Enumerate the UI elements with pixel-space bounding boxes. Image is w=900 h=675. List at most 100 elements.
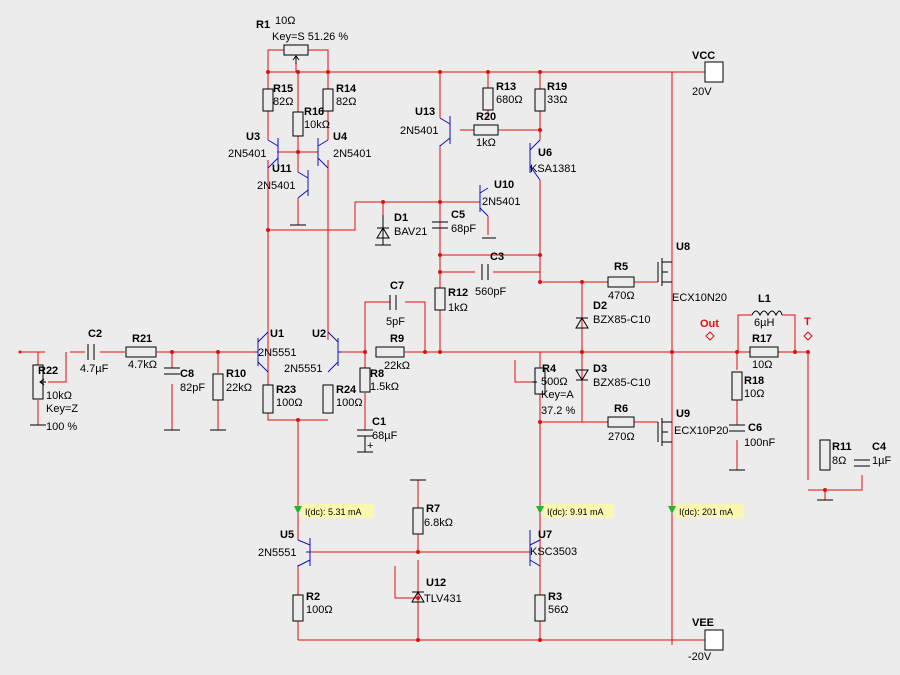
label-r9-value: 22kΩ — [384, 360, 410, 372]
label-u7-value: KSC3503 — [530, 546, 577, 558]
label-u9-name: U9 — [676, 408, 690, 420]
label-u8-name: U8 — [676, 241, 690, 253]
label-c1-polarity: + — [367, 440, 373, 452]
label-r1-name: R1 — [256, 19, 270, 31]
vee-value: -20V — [688, 651, 712, 663]
label-r24-value: 100Ω — [336, 397, 363, 409]
label-r10-name: R10 — [226, 368, 246, 380]
junctions — [170, 70, 827, 642]
label-c3-value: 560pF — [475, 286, 506, 298]
label-r19-value: 33Ω — [547, 94, 567, 106]
label-c4-value: 1µF — [872, 455, 891, 467]
components — [18, 44, 870, 651]
label-r8-name: R8 — [370, 368, 384, 380]
label-d2-name: D2 — [593, 300, 607, 312]
label-r2-value: 100Ω — [306, 604, 333, 616]
label-r24-name: R24 — [336, 384, 357, 396]
label-u5-value: 2N5551 — [258, 547, 297, 559]
vcc-name: VCC — [692, 50, 715, 62]
label-u6-value: KSA1381 — [530, 163, 576, 175]
label-r22-percent: 100 % — [46, 421, 77, 433]
label-u8-value: ECX10N20 — [672, 292, 727, 304]
label-r18-value: 10Ω — [744, 388, 764, 400]
label-u11-value: 2N5401 — [257, 180, 296, 192]
label-r11-name: R11 — [832, 441, 852, 453]
label-c1-name: C1 — [372, 416, 386, 428]
vee-name: VEE — [692, 617, 714, 629]
label-d1-value: BAV21 — [394, 226, 427, 238]
label-r22-name: R22 — [38, 365, 58, 377]
label-r7-value: 6.8kΩ — [424, 517, 453, 529]
label-r11-value: 8Ω — [832, 455, 846, 467]
label-r17-name: R17 — [752, 333, 772, 345]
label-r18-name: R18 — [744, 375, 764, 387]
label-r4-key: Key=A — [541, 389, 574, 401]
label-r8-value: 1.5kΩ — [370, 381, 399, 393]
label-c5-name: C5 — [451, 209, 465, 221]
label-c8-value: 82pF — [180, 382, 205, 394]
probe-u7[interactable]: I(dc): 9.91 mA — [536, 504, 614, 518]
label-r22-key: Key=Z — [46, 403, 78, 415]
probe-u9[interactable]: I(dc): 201 mA — [668, 504, 744, 518]
label-u12-name: U12 — [426, 577, 446, 589]
probe-u5[interactable]: I(dc): 5.31 mA — [294, 504, 374, 518]
label-u13-name: U13 — [415, 106, 435, 118]
label-u13-value: 2N5401 — [400, 125, 439, 137]
label-u4-name: U4 — [333, 131, 348, 143]
label-d3-value: BZX85-C10 — [593, 377, 650, 389]
label-r9-name: R9 — [390, 333, 404, 345]
label-r12-value: 1kΩ — [448, 302, 468, 314]
wires — [20, 49, 863, 645]
label-r3-name: R3 — [548, 591, 562, 603]
label-r13-name: R13 — [496, 81, 516, 93]
label-r16-name: R16 — [304, 106, 324, 118]
probe-u7-label: I(dc): 9.91 mA — [547, 507, 604, 517]
label-c2-name: C2 — [88, 328, 102, 340]
label-c6-value: 100nF — [744, 437, 775, 449]
label-r5-name: R5 — [614, 261, 628, 273]
label-r10-value: 22kΩ — [226, 382, 252, 394]
label-u3-name: U3 — [246, 131, 260, 143]
label-r2-name: R2 — [306, 591, 320, 603]
label-r6-name: R6 — [614, 403, 628, 415]
probe-u5-label: I(dc): 5.31 mA — [305, 507, 362, 517]
label-r21-value: 4.7kΩ — [128, 359, 157, 371]
label-r7-name: R7 — [426, 503, 440, 515]
current-probes[interactable]: I(dc): 5.31 mA I(dc): 9.91 mA I(dc): 201… — [294, 504, 744, 518]
label-r23-name: R23 — [276, 384, 296, 396]
label-r1-key: Key=S 51.26 % — [272, 31, 348, 43]
label-r15-name: R15 — [273, 83, 293, 95]
label-r15-value: 82Ω — [273, 96, 293, 108]
label-c8-name: C8 — [180, 368, 194, 380]
label-d2-value: BZX85-C10 — [593, 314, 650, 326]
label-r13-value: 680Ω — [496, 94, 523, 106]
label-c5-value: 68pF — [451, 223, 476, 235]
label-r4-value: 500Ω — [541, 376, 568, 388]
vcc-value: 20V — [692, 86, 712, 98]
label-u11-name: U11 — [272, 163, 292, 175]
label-u7-name: U7 — [538, 529, 552, 541]
label-u2-name: U2 — [312, 328, 326, 340]
label-r14-value: 82Ω — [336, 96, 356, 108]
label-c7-value: 5pF — [386, 316, 405, 328]
label-u6-name: U6 — [538, 147, 552, 159]
label-d1-name: D1 — [394, 212, 408, 224]
label-u1-name: U1 — [270, 328, 284, 340]
label-r19-name: R19 — [547, 81, 567, 93]
label-u9-value: ECX10P20 — [674, 425, 728, 437]
label-d3-name: D3 — [593, 363, 607, 375]
label-r6-value: 270Ω — [608, 431, 635, 443]
label-u2-value: 2N5551 — [284, 363, 323, 375]
label-l1-value: 6µH — [754, 317, 774, 329]
label-r23-value: 100Ω — [276, 397, 303, 409]
net-t-label: T — [804, 316, 811, 328]
label-c3-name: C3 — [490, 251, 504, 263]
label-c7-name: C7 — [390, 280, 404, 292]
label-r4-name: R4 — [542, 363, 557, 375]
label-r12-name: R12 — [448, 287, 468, 299]
label-r14-name: R14 — [336, 83, 357, 95]
probe-u9-label: I(dc): 201 mA — [679, 507, 733, 517]
label-c4-name: C4 — [872, 441, 887, 453]
label-r20-name: R20 — [476, 111, 496, 123]
